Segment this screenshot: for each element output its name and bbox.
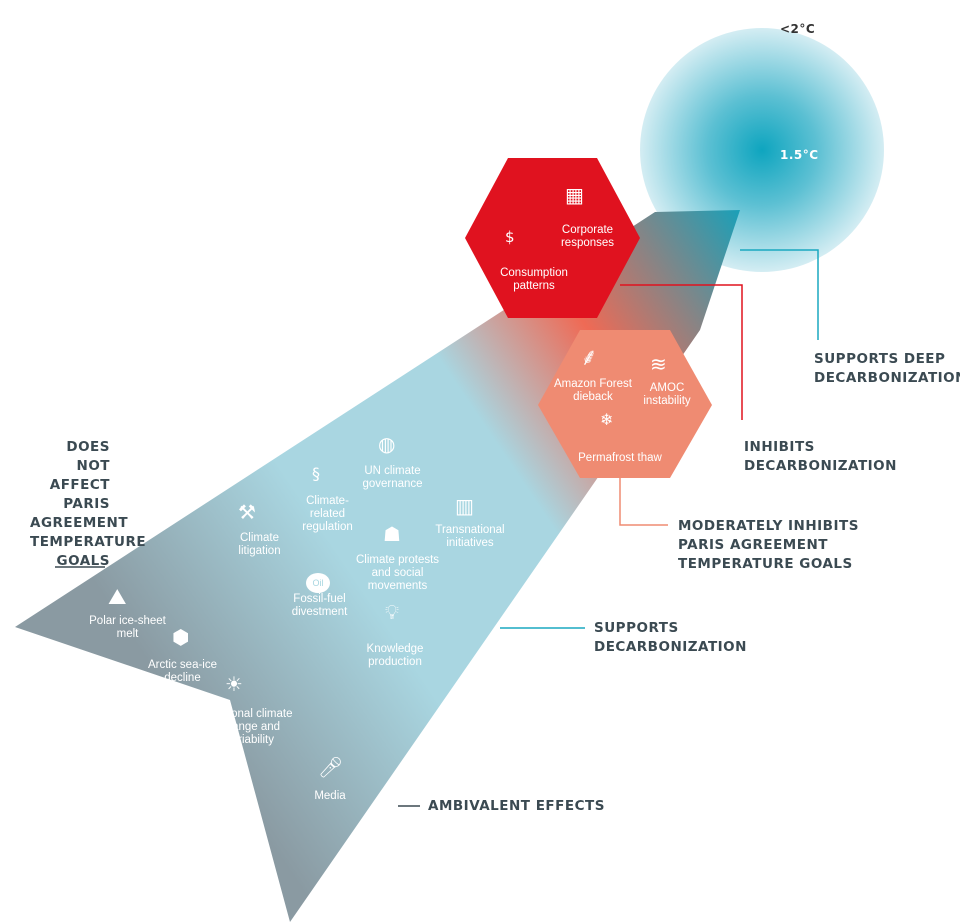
litigation-text: Climate litigation [238,532,281,557]
corporate-text: Corporate responses [560,224,615,249]
microphone-icon: 🎤︎ [318,755,344,779]
permafrost-text: Permafrost thaw [578,452,662,464]
label-moderate: MODERATELY INHIBITS PARIS AGREEMENT TEMP… [678,518,859,572]
label-none: DOES NOT AFFECT PARIS AGREEMENT TEMPERAT… [30,439,147,569]
oil-drop-icon: Oil [306,573,330,593]
inhibits-connector [620,284,743,420]
amoc-text: AMOC instability [643,382,691,407]
lightbulb-icon: 💡︎ [385,600,399,624]
un-text: UN climate governance [362,465,423,490]
ice-icon: ⬢ [172,625,190,649]
amazon-text: Amazon Forest dieback [554,378,632,403]
permafrost-icon: ❄ [600,410,614,429]
weather-icon: ☀ [225,672,243,696]
transnational-text: Transnational initiatives [435,524,505,549]
consumption-icon: $ [505,228,515,246]
gavel-icon: ⚒ [238,500,256,524]
media-text: Media [314,790,346,802]
label-deep: SUPPORTS DEEP DECARBONIZATION [814,351,960,386]
consumption-text: Consumption patterns [500,267,568,292]
corporate-icon: ▦ [565,183,584,207]
globe-icon: ◍ [378,432,396,456]
salmon-hexagon [538,330,712,478]
outer-temp-label: <2°C [780,22,816,36]
divestment-text: Fossil-fuel divestment [291,593,348,618]
label-inhibits: INHIBITS DECARBONIZATION [744,439,897,474]
inner-temp-label: 1.5°C [780,148,819,162]
regulation-text: Climate- related regulation [302,495,353,533]
buildings-icon: ▥ [455,494,474,518]
deep-connector [740,249,819,340]
mountain-icon: ⛰ [108,585,127,610]
knowledge-text: Knowledge production [366,643,424,668]
protests-text: Climate protests and social movements [355,554,440,592]
label-ambivalent: AMBIVALENT EFFECTS [428,798,605,814]
red-hexagon [465,158,640,318]
regulation-icon: § [312,464,320,483]
polar-text: Polar ice-sheet melt [89,615,166,640]
moderate-connector [619,478,668,526]
arctic-text: Arctic sea-ice decline [147,659,218,684]
label-supports: SUPPORTS DECARBONIZATION [594,620,747,655]
wave-icon: ≋ [650,352,667,376]
tree-icon: ⸙ [580,343,598,371]
protest-icon: ☗ [383,522,401,546]
regional-text: Regional climate change and variability [207,708,293,746]
